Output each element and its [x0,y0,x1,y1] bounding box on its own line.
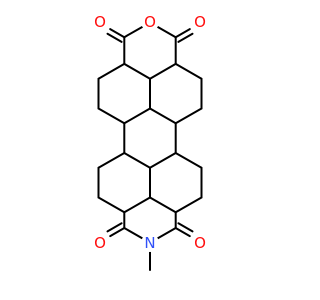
bond [149,196,177,214]
atom-label: O [94,234,106,252]
bond [97,107,126,125]
bond [155,25,177,39]
bond [97,62,126,80]
bond [109,227,126,238]
atom-label: N [144,234,155,252]
bond [177,32,194,43]
atom-label: O [94,13,106,31]
bond [174,62,203,80]
bond [149,107,177,125]
bond [109,28,126,39]
bond [97,152,126,169]
atom-mask [141,13,159,31]
bond [174,107,203,125]
atom-label: O [144,13,156,31]
atom-o3: O [91,234,109,252]
atom-label: O [194,234,206,252]
atom-o-ring: O [141,13,159,31]
bond [174,227,191,238]
bond [149,152,177,169]
bond [123,62,151,80]
atom-mask [191,234,209,252]
bond [123,107,151,125]
molecule-structure: O O O O N O [91,13,209,271]
bond [174,28,191,39]
bond [174,152,203,169]
atom-mask [141,234,159,252]
bond [123,227,145,240]
bond [149,62,177,80]
bonds-layer [97,25,203,271]
atom-o2: O [191,13,209,31]
bond [97,196,126,214]
bond [123,196,151,214]
atom-mask [191,13,209,31]
bond [123,25,145,39]
atom-n: N [141,234,159,252]
atom-mask [91,13,109,31]
bond [106,32,123,43]
bond [174,196,203,214]
bond [123,152,151,169]
atom-o1: O [91,13,109,31]
bond [155,227,177,240]
bond [106,222,123,233]
atom-label: O [194,13,206,31]
atom-mask [91,234,109,252]
atom-labels-layer: O O O O N O [91,13,209,252]
atom-o4: O [191,234,209,252]
bond [177,222,194,233]
